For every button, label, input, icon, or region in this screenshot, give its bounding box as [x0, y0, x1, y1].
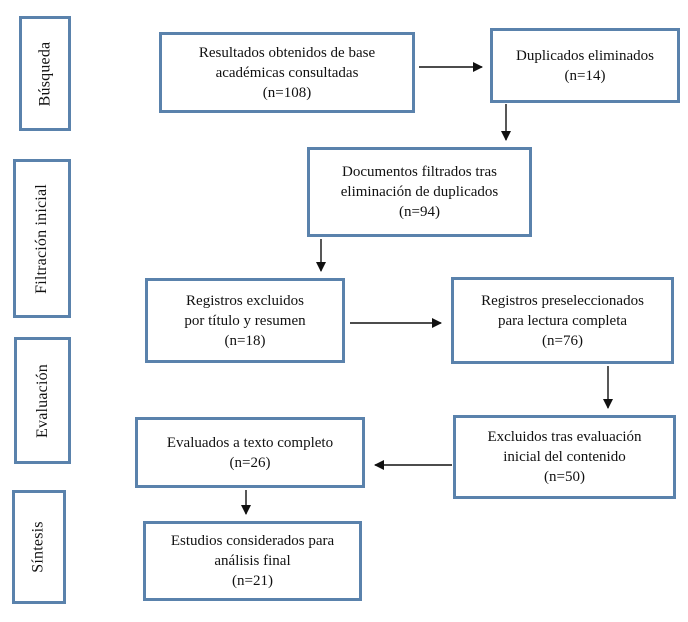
box-preselected-full-reading-line-1: Registros preseleccionados — [481, 292, 644, 309]
box-results-count: (n=108) — [262, 84, 312, 101]
box-duplicates-removed-line-1: Duplicados eliminados — [516, 47, 654, 64]
box-excluded-after-initial: Excluidos tras evaluación inicial del co… — [453, 415, 676, 499]
stage-label-evaluacion: Evaluación — [33, 363, 51, 438]
box-filtered-documents: Documentos filtrados tras eliminación de… — [307, 147, 532, 237]
box-excluded-after-initial-count: (n=50) — [544, 469, 585, 485]
box-final-studies-count: (n=21) — [232, 573, 273, 589]
stage-box-evaluacion: Evaluación — [14, 337, 71, 464]
box-final-studies: Estudios considerados para análisis fina… — [143, 521, 362, 601]
stage-box-busqueda: Búsqueda — [19, 16, 71, 131]
box-duplicates-removed-count: (n=14) — [564, 67, 606, 84]
box-preselected-full-reading-count: (n=76) — [542, 332, 583, 349]
box-excluded-title-abstract-line-2: por título y resumen — [184, 312, 306, 329]
stage-box-sintesis: Síntesis — [12, 490, 66, 604]
box-filtered-documents-line-2: eliminación de duplicados — [340, 184, 499, 200]
box-preselected-full-reading-line-2: para lectura completa — [497, 312, 628, 329]
stage-label-filtracion-inicial: Filtración inicial — [33, 183, 51, 294]
box-excluded-after-initial-line-1: Excluidos tras evaluación — [487, 429, 642, 445]
stage-box-filtracion-inicial: Filtración inicial — [13, 159, 71, 318]
box-results: Resultados obtenidos de base académicas … — [159, 32, 415, 113]
box-filtered-documents-count: (n=94) — [399, 204, 440, 220]
box-excluded-title-abstract-count: (n=18) — [224, 332, 266, 349]
box-filtered-documents-line-1: Documentos filtrados tras — [342, 164, 497, 180]
box-preselected-full-reading: Registros preseleccionados para lectura … — [451, 277, 674, 364]
box-full-text-assessed: Evaluados a texto completo (n=26) — [135, 417, 365, 488]
box-full-text-assessed-count: (n=26) — [229, 454, 271, 471]
box-excluded-after-initial-line-2: inicial del contenido — [503, 449, 626, 465]
box-full-text-assessed-line-1: Evaluados a texto completo — [166, 434, 334, 451]
box-duplicates-removed: Duplicados eliminados (n=14) — [490, 28, 680, 103]
box-final-studies-line-2: análisis final — [214, 553, 291, 569]
box-results-line-2: académicas consultadas — [215, 64, 359, 81]
stage-label-busqueda: Búsqueda — [36, 41, 54, 106]
box-final-studies-line-1: Estudios considerados para — [170, 533, 335, 549]
stage-label-sintesis: Síntesis — [30, 521, 48, 573]
box-excluded-title-abstract-line-1: Registros excluidos — [186, 292, 304, 309]
box-results-line-1: Resultados obtenidos de base — [198, 44, 376, 61]
box-excluded-title-abstract: Registros excluidos por título y resumen… — [145, 278, 345, 363]
